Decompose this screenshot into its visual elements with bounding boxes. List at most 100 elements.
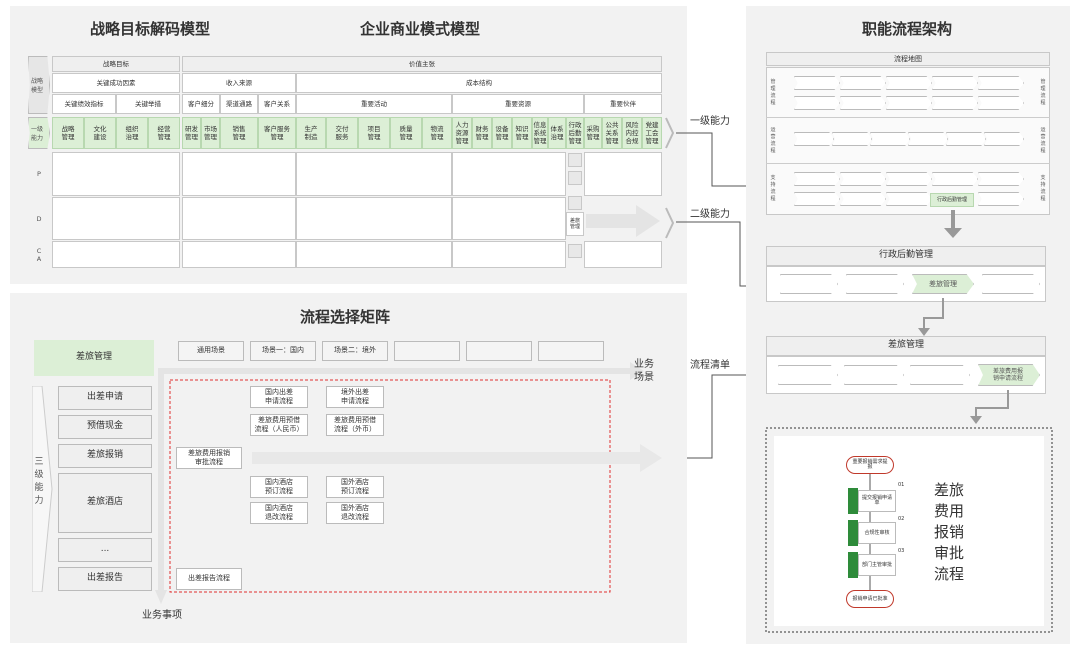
row-label-l1: 一级 能力 [30, 126, 43, 142]
scenario-general: 通用场景 [178, 341, 244, 361]
cell-advance-rmb: 差旅费用预借 流程（人民币） [250, 414, 308, 436]
cap-project: 项目 管理 [358, 117, 390, 149]
strategy-body-ca [52, 241, 180, 268]
cap-pr: 公共 关系 管理 [602, 117, 622, 149]
cap-service: 客户服务 管理 [258, 117, 296, 149]
customer-segment-cell: 客户细分 [182, 94, 220, 114]
cap-org: 组织 治理 [116, 117, 148, 149]
architecture-title: 职能流程架构 [862, 20, 953, 38]
cell-report: 出差报告流程 [176, 568, 242, 590]
map-divider-1 [766, 117, 1050, 118]
key-action-cell: 关键举措 [116, 94, 180, 114]
cap-info: 信息 系统 管理 [532, 117, 548, 149]
support-process-left: 支 持 流 程 [770, 175, 776, 202]
level2-arrow-icon [586, 205, 660, 237]
matrix-header: 差旅管理 [34, 340, 154, 376]
pdca-p: P [37, 170, 41, 178]
scenario-overseas: 场景二：境外 [322, 341, 388, 361]
level2-bracket-icon [665, 207, 675, 239]
map-divider-2 [766, 163, 1050, 164]
admin-sub-2 [568, 171, 582, 185]
item-trip-apply: 出差申请 [58, 386, 152, 410]
strategic-goal-cell: 战略目标 [52, 56, 180, 72]
business-body-d-2 [296, 197, 452, 240]
pdca-d: D [36, 215, 42, 223]
item-trip-report: 出差报告 [58, 567, 152, 591]
support-process-right: 支 持 流 程 [1040, 175, 1046, 202]
flow-step-3: 合规性审核 [858, 522, 896, 544]
business-model-title: 企业商业模式模型 [360, 20, 481, 38]
cost-cell: 成本结构 [296, 73, 662, 93]
cap-delivery: 交付 服务 [326, 117, 358, 149]
cell-hotel-ovs-cancel: 国外酒店 退改流程 [326, 502, 384, 524]
strategy-body-p [52, 152, 180, 196]
cap-logistics: 物流 管理 [422, 117, 452, 149]
cap-knowledge: 知识 管理 [512, 117, 532, 149]
cap-system: 体系 治理 [548, 117, 566, 149]
key-partner-cell: 重要伙伴 [584, 94, 662, 114]
label-process-list: 流程清单 [690, 360, 730, 371]
matrix-title: 流程选择矩阵 [300, 308, 391, 326]
flow-caption: 差旅 费用 报销 审批 流程 [934, 481, 965, 583]
flow-step-4: 部门主管审批 [858, 554, 896, 576]
item-reimburse: 差旅报销 [58, 444, 152, 468]
label-level1: 一级能力 [690, 116, 730, 127]
row-label-model: 战略 模型 [30, 78, 43, 94]
cell-reimburse: 差旅费用报销 审批流程 [176, 447, 242, 469]
label-level2: 二级能力 [690, 209, 730, 220]
admin-title: 行政后勤管理 [766, 246, 1046, 266]
cell-hotel-dom-cancel: 国内酒店 退改流程 [250, 502, 308, 524]
ops-process-right: 运 营 流 程 [1040, 127, 1046, 154]
admin-sub-1 [568, 153, 582, 167]
cap-culture: 文化 建设 [84, 117, 116, 149]
cap-hr: 人力 资源 管理 [452, 117, 472, 149]
cell-hotel-ovs-book: 国外酒店 预订流程 [326, 476, 384, 498]
admin-sub-4 [568, 244, 582, 258]
cell-advance-fx: 差旅费用预借 流程（外币） [326, 414, 384, 436]
business-body-ca-3 [452, 241, 566, 268]
business-body-p-1 [182, 152, 296, 196]
cap-admin: 行政 后勤 管理 [566, 117, 584, 149]
key-success-factor-cell: 关键成功因素 [52, 73, 180, 93]
axis-x-label: 业务 场景 [634, 359, 654, 383]
cap-finance: 财务 管理 [472, 117, 492, 149]
scenario-empty-3 [538, 341, 604, 361]
flow-number-2: 02 [898, 516, 905, 522]
flow-number-1: 01 [898, 482, 905, 488]
customer-relation-cell: 客户关系 [258, 94, 296, 114]
item-cash-advance: 预借现金 [58, 415, 152, 439]
process-map-title: 流程地图 [766, 52, 1050, 66]
cap-equipment: 设备 管理 [492, 117, 512, 149]
travel-reimburse-label: 差旅费用报 销申请流程 [992, 367, 1023, 382]
level1-bracket-icon [665, 117, 675, 149]
cap-sales: 销售 管理 [220, 117, 258, 149]
revenue-cell: 收入来源 [182, 73, 296, 93]
travel-mgmt-cell: 差旅 管理 [566, 212, 584, 236]
item-hotel: 差旅酒店 [58, 473, 152, 533]
mgmt-process-right: 管 理 流 程 [1040, 79, 1046, 106]
cap-operation: 经营 管理 [148, 117, 180, 149]
scenario-domestic: 场景一：国内 [250, 341, 316, 361]
cell-domestic-trip: 国内出差 申请流程 [250, 386, 308, 408]
cap-rnd: 研发 管理 [182, 117, 201, 149]
cap-production: 生产 制造 [296, 117, 326, 149]
admin-process-box: 行政后勤管理 [930, 193, 974, 207]
cap-quality: 质量 管理 [390, 117, 422, 149]
kpi-cell: 关键绩效指标 [52, 94, 116, 114]
business-body-d-1 [182, 197, 296, 240]
business-body-ca-2 [296, 241, 452, 268]
flow-step-1: 重要报销需求提 报 [846, 456, 894, 474]
flow-step-5: 报销申请已批准 [846, 590, 894, 608]
business-body-d-3 [452, 197, 566, 240]
ops-process-left: 运 营 流 程 [770, 127, 776, 154]
axis-y-label: 业务事项 [142, 610, 182, 621]
channel-cell: 渠道通路 [220, 94, 258, 114]
business-body-ca-1 [182, 241, 296, 268]
level3-side-arrow-icon [32, 386, 53, 592]
cap-strategy: 战略 管理 [52, 117, 84, 149]
strategy-body-d [52, 197, 180, 240]
item-more: ... [58, 538, 152, 562]
key-activity-cell: 重要活动 [296, 94, 452, 114]
